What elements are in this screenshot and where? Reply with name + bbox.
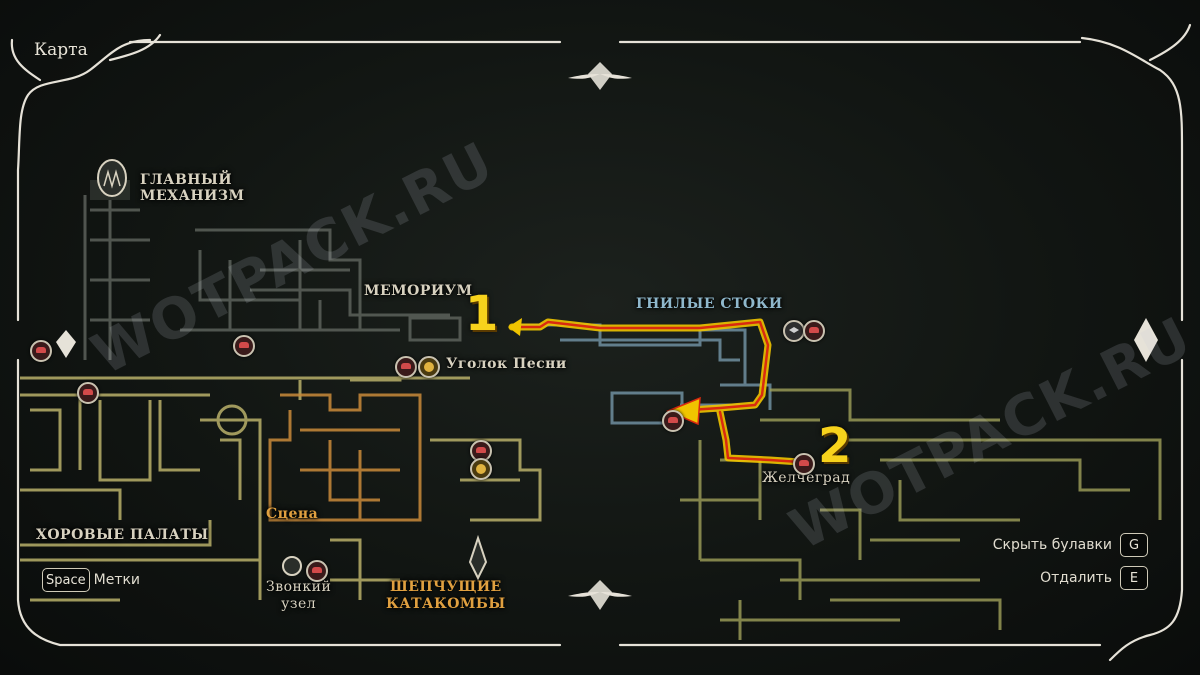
area-ringing-knot[interactable]: Звонкий узел: [266, 579, 332, 612]
marks-control[interactable]: Space Метки: [42, 568, 140, 592]
region-orange: [268, 393, 422, 522]
zoom-out-control[interactable]: Отдалить E: [1040, 566, 1148, 590]
region-yellow-left: [20, 360, 542, 602]
shop-pin-icon[interactable]: [418, 356, 440, 378]
area-rotten-sewers[interactable]: ГНИЛЫЕ СТОКИ: [636, 296, 783, 312]
zoom-out-label: Отдалить: [1040, 570, 1112, 586]
area-bilewater[interactable]: Желчеград: [762, 470, 851, 486]
bench-pin-icon[interactable]: [306, 560, 328, 582]
bench-pin-icon[interactable]: [395, 356, 417, 378]
hide-pins-control[interactable]: Скрыть булавки G: [993, 533, 1148, 557]
fast-travel-pin-icon[interactable]: [783, 320, 805, 342]
bench-pin-icon[interactable]: [793, 453, 815, 475]
hide-pins-label: Скрыть булавки: [992, 537, 1112, 553]
e-key[interactable]: E: [1120, 566, 1148, 590]
shop-pin-icon[interactable]: [470, 458, 492, 480]
space-key[interactable]: Space: [42, 568, 90, 592]
area-choral-chambers[interactable]: ХОРОВЫЕ ПАЛАТЫ: [36, 527, 209, 543]
bench-pin-icon[interactable]: [803, 320, 825, 342]
area-memorium[interactable]: МЕМОРИУМ: [364, 283, 473, 299]
bench-pin-icon[interactable]: [30, 340, 52, 362]
g-key[interactable]: G: [1120, 533, 1148, 557]
bench-pin-icon[interactable]: [662, 410, 684, 432]
frame-ornaments: [56, 62, 1158, 610]
area-song-corner[interactable]: Уголок Песни: [446, 356, 567, 372]
bench-pin-icon[interactable]: [77, 382, 99, 404]
bench-pin-icon[interactable]: [233, 335, 255, 357]
route-arrow-head-1: [508, 318, 522, 336]
window-title: Карта: [34, 40, 88, 60]
area-whispering-catacombs[interactable]: ШЕПЧУЩИЕ КАТАКОМБЫ: [386, 579, 506, 612]
route-marker-1: 1: [465, 286, 499, 342]
area-stage[interactable]: Сцена: [266, 506, 319, 522]
region-grey: [83, 195, 462, 360]
route-path-inner: [510, 320, 802, 464]
marks-label: Метки: [93, 572, 141, 588]
area-main-mechanism[interactable]: ГЛАВНЫЙ МЕХАНИЗМ: [140, 172, 245, 204]
route-marker-2: 2: [818, 418, 852, 474]
